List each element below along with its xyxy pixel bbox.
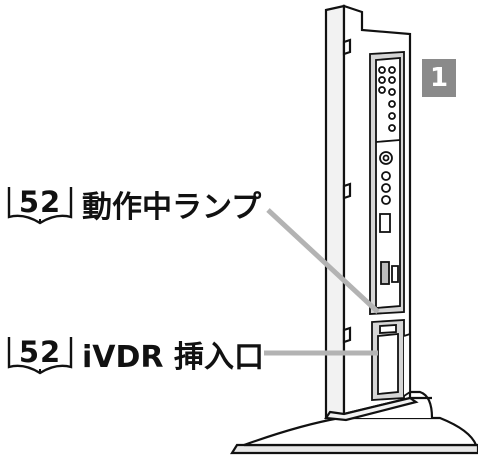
page-reference-icon: 52: [6, 183, 74, 225]
page-number: 52: [18, 335, 62, 369]
callout-ivdr-slot: 52 iVDR 挿入口: [6, 332, 264, 376]
leader-line-lamp: [266, 208, 380, 314]
terminal-panel: [369, 51, 405, 315]
page-reference-icon: 52: [6, 333, 74, 375]
book-icon: [7, 337, 73, 375]
step-badge: 1: [422, 59, 456, 97]
ivdr-slot-label: iVDR 挿入口: [82, 340, 264, 375]
ivdr-slot: [371, 319, 411, 401]
leader-lines: [264, 208, 380, 356]
book-icon: [7, 187, 73, 225]
callout-operating-lamp: 52 動作中ランプ: [6, 182, 261, 226]
operating-lamp-label: 動作中ランプ: [82, 190, 262, 225]
page-number: 52: [18, 185, 62, 219]
